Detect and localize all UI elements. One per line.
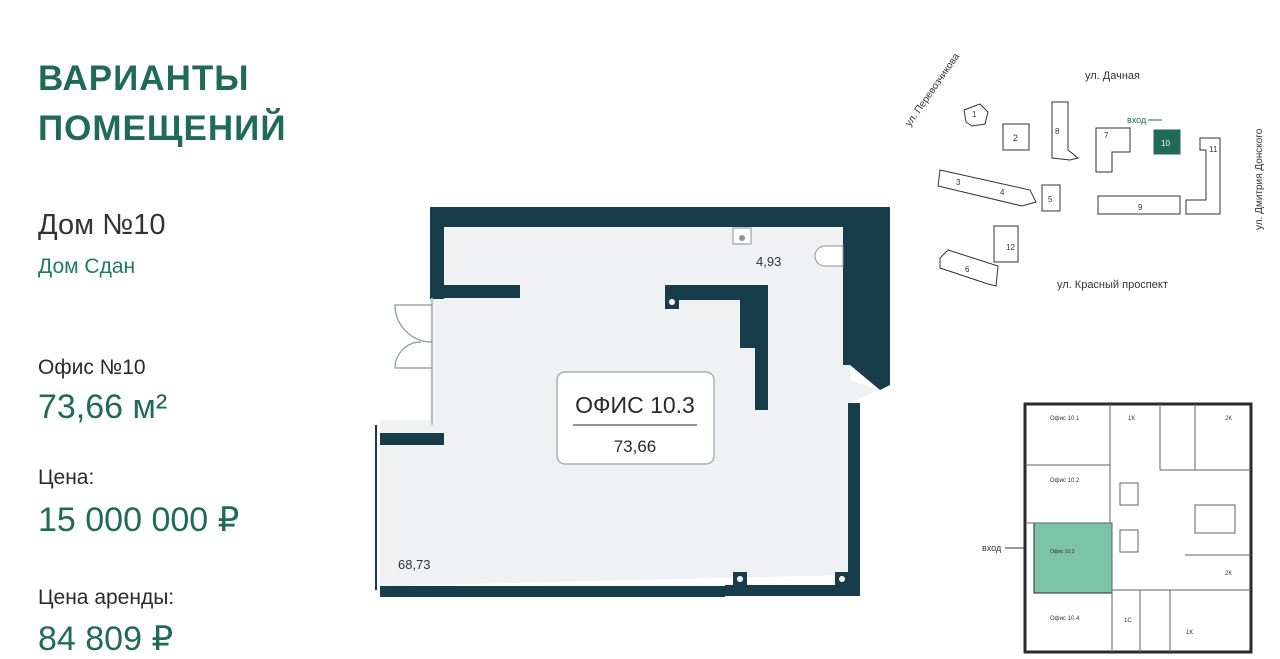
building-10-label: 10 xyxy=(1161,139,1170,148)
office-floorplan: 4,93 68,73 ОФИС 10.3 73,66 xyxy=(375,207,890,597)
wall-upper-ledge xyxy=(430,285,520,298)
building-2 xyxy=(1002,123,1030,151)
building-6-label: 6 xyxy=(965,265,970,274)
house-status: Дом Сдан xyxy=(38,255,136,278)
building-8 xyxy=(1051,101,1080,161)
wall-right-lower xyxy=(848,403,860,588)
small-room-area: 4,93 xyxy=(756,254,781,269)
building-9 xyxy=(1097,195,1181,215)
wall-top xyxy=(430,207,890,227)
building-5 xyxy=(1041,184,1061,212)
floor-schema: Офис 10.1 1К 2К Офис 10.2 Офис 10.3 2К О… xyxy=(982,402,1253,654)
wall-left-upper xyxy=(430,207,444,299)
schema-partitions xyxy=(1025,404,1251,652)
building-7 xyxy=(1095,127,1131,173)
price-label: Цена: xyxy=(38,466,95,489)
building-10-highlight xyxy=(1153,129,1181,155)
schema-unit-highlight xyxy=(1033,522,1113,594)
price-value: 15 000 000 ₽ xyxy=(38,501,240,539)
building-2-label: 2 xyxy=(1013,133,1018,143)
toilet-fixture xyxy=(814,245,844,267)
wall-bottom-left xyxy=(380,586,725,597)
office-area: 73,66 м² xyxy=(38,388,168,426)
schema-unit-2k-top: 2К xyxy=(1225,416,1232,422)
schema-unit-1c: 1С xyxy=(1124,618,1132,624)
office-badge-title: ОФИС 10.3 xyxy=(575,392,695,418)
schema-entrance-label: вход xyxy=(982,543,1002,553)
rent-value: 84 809 ₽ xyxy=(38,620,174,658)
column-3-dot xyxy=(839,576,845,582)
street-krasny: ул. Красный проспект xyxy=(1057,279,1168,291)
building-8-label: 8 xyxy=(1055,127,1060,136)
house-name: Дом №10 xyxy=(38,209,166,241)
building-3-4 xyxy=(937,169,1037,207)
office-badge xyxy=(556,371,715,465)
site-entrance-label: вход xyxy=(1127,115,1147,125)
building-11-label: 11 xyxy=(1209,145,1218,154)
street-donskogo: ул. Дмитрия Донского xyxy=(1254,128,1265,230)
schema-unit-office-10-2: Офис 10.2 xyxy=(1050,478,1080,484)
building-6 xyxy=(939,249,999,287)
building-9-label: 9 xyxy=(1138,203,1143,212)
entrance-door xyxy=(394,304,433,343)
column-1-dot xyxy=(669,299,675,305)
building-7-label: 7 xyxy=(1104,131,1109,140)
building-1-label: 1 xyxy=(972,110,977,119)
office-badge-area: 73,66 xyxy=(614,437,657,456)
building-11 xyxy=(1185,137,1221,215)
building-12-label: 12 xyxy=(1006,243,1015,252)
wall-left-ledge xyxy=(380,433,444,445)
page-title: ВАРИАНТЫ ПОМЕЩЕНИЙ xyxy=(38,54,286,154)
schema-unit-office-10-4: Офис 10.4 xyxy=(1050,616,1080,622)
wall-right-column xyxy=(843,207,890,390)
entrance-door-2 xyxy=(394,341,432,369)
street-dachnaya: ул. Дачная xyxy=(1085,70,1140,82)
wall-bottom-right xyxy=(725,585,860,596)
sink-drain xyxy=(739,235,745,241)
interior-wall xyxy=(665,285,768,410)
building-3-label: 3 xyxy=(956,178,961,187)
rent-label: Цена аренды: xyxy=(38,586,175,609)
building-5-label: 5 xyxy=(1048,195,1053,204)
building-1 xyxy=(963,103,989,127)
office-label: Офис №10 xyxy=(38,356,146,379)
street-perevozchikova: ул. Перевозчикова xyxy=(903,51,962,129)
schema-unit-1k-bottom: 1К xyxy=(1186,630,1193,636)
page-title-line2: ПОМЕЩЕНИЙ xyxy=(38,109,287,148)
schema-unit-office-10-3: Офис 10.3 xyxy=(1050,549,1075,555)
column-2-dot xyxy=(737,576,743,582)
schema-unit-office-10-1: Офис 10.1 xyxy=(1050,416,1080,422)
main-room-area: 68,73 xyxy=(398,557,431,572)
site-map: ул. Дачная ул. Перевозчикова ул. Дмитрия… xyxy=(903,51,1265,291)
building-12 xyxy=(993,225,1019,263)
schema-unit-1k-top: 1К xyxy=(1128,416,1135,422)
building-4-label: 4 xyxy=(1000,188,1005,197)
page-title-line1: ВАРИАНТЫ xyxy=(38,59,250,98)
schema-unit-2k-mid: 2К xyxy=(1225,571,1232,577)
